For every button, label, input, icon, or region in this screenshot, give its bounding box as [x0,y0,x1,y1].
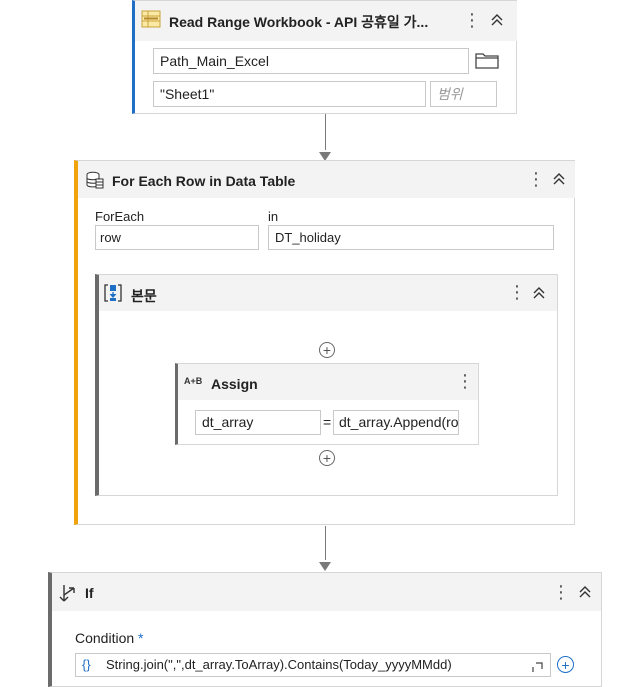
condition-expression: String.join(",",dt_array.ToArray).Contai… [106,657,452,672]
condition-label: Condition * [75,630,144,646]
foreach-variable-field[interactable]: row [95,225,259,250]
required-mark: * [138,630,144,646]
body-sequence-title: 본문 [131,288,157,304]
assign-icon: A+B [184,376,203,386]
range-placeholder: 범위 [437,86,463,102]
add-expression-icon[interactable]: + [557,656,574,673]
browse-folder-icon[interactable] [475,51,499,74]
body-sequence[interactable]: 본문 ⋮ + A+B Assign ⋮ dt_array = dt_array.… [95,274,558,496]
assign-activity[interactable]: A+B Assign ⋮ dt_array = dt_array.Append(… [175,363,479,445]
collapse-icon[interactable] [578,585,592,604]
foreach-label: ForEach [95,209,145,224]
arrow-down-icon [319,558,331,576]
add-activity-icon[interactable]: + [319,342,335,358]
expand-editor-icon[interactable] [531,658,544,676]
body-sequence-header[interactable] [99,275,557,311]
for-each-title: For Each Row in Data Table [112,173,296,189]
read-range-header[interactable] [135,1,517,41]
collapse-icon[interactable] [552,172,566,191]
if-title: If [85,585,94,601]
more-options-icon[interactable]: ⋮ [552,582,570,602]
arrow-down-icon [319,148,331,166]
assign-title: Assign [211,376,258,392]
more-options-icon[interactable]: ⋮ [463,10,481,30]
data-table-icon [86,171,104,194]
more-options-icon[interactable]: ⋮ [508,282,526,302]
condition-label-text: Condition [75,630,135,646]
range-field[interactable]: 범위 [430,81,497,107]
if-header[interactable] [52,573,601,611]
equals-sign: = [323,414,332,430]
connector-line [325,114,326,150]
add-activity-icon[interactable]: + [319,450,335,466]
for-each-row-activity[interactable]: For Each Row in Data Table ⋮ ForEach row… [74,160,575,525]
more-options-icon[interactable]: ⋮ [456,371,474,391]
condition-field[interactable]: {} String.join(",",dt_array.ToArray).Con… [75,653,551,677]
in-label: in [268,209,279,224]
connector-line [325,526,326,560]
assign-value-field[interactable]: dt_array.Append(ro [333,410,459,435]
in-datatable-field[interactable]: DT_holiday [268,225,554,250]
expression-braces-icon: {} [82,657,91,672]
assign-to-field[interactable]: dt_array [195,410,321,435]
for-each-header[interactable] [78,161,575,198]
workbook-path-field[interactable]: Path_Main_Excel [153,48,469,74]
if-activity[interactable]: If ⋮ Condition * {} String.join(",",dt_a… [48,572,602,687]
read-range-title: Read Range Workbook - API 공휴일 가... [169,14,429,30]
sheet-name-field[interactable]: "Sheet1" [153,81,426,107]
if-branch-icon [58,583,78,608]
more-options-icon[interactable]: ⋮ [527,169,545,189]
sequence-icon [104,283,122,308]
assign-header[interactable] [178,364,478,400]
excel-range-icon [141,10,161,33]
collapse-icon[interactable] [490,13,504,32]
read-range-activity[interactable]: Read Range Workbook - API 공휴일 가... ⋮ Pat… [132,0,517,114]
collapse-icon[interactable] [532,286,546,305]
